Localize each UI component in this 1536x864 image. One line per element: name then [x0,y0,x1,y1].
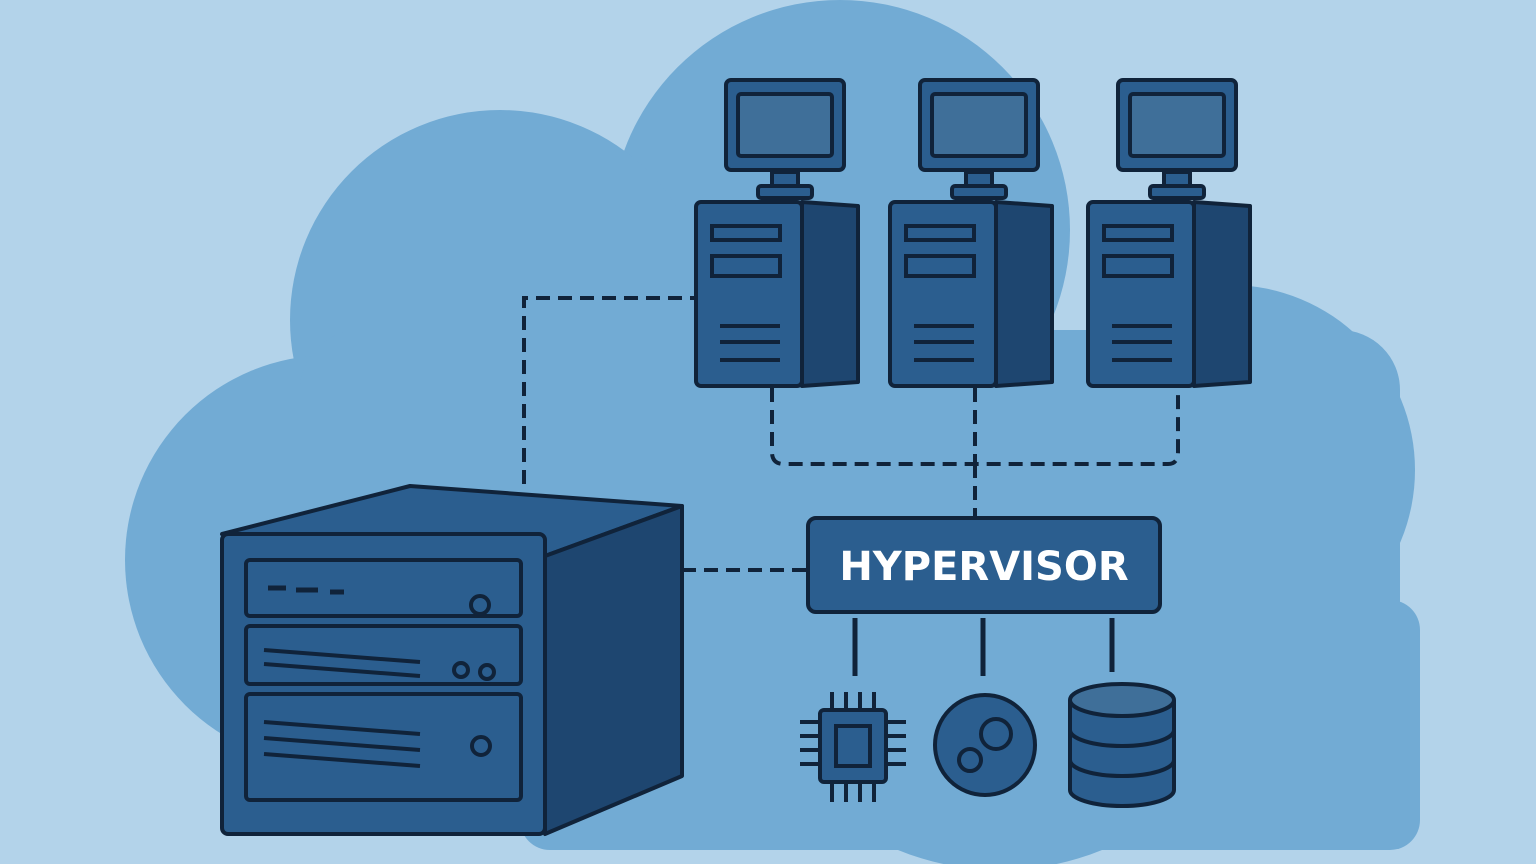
vm-workstation-3 [1086,78,1252,388]
physical-server [220,484,684,836]
server-side-face [543,504,684,836]
server-bay-1 [244,558,523,618]
resource-connectors [852,618,1115,676]
dashed-connectors [522,296,1180,572]
database-storage-icon [1068,682,1176,808]
hypervisor-box: HYPERVISOR [806,516,1162,614]
network-link-icon [933,693,1037,797]
connector-server-to-vm1 [522,296,694,484]
power-button-icon [469,594,491,616]
hypervisor-label: HYPERVISOR [839,544,1128,590]
cpu-chip-icon [800,692,906,802]
vm-group [694,78,1252,388]
